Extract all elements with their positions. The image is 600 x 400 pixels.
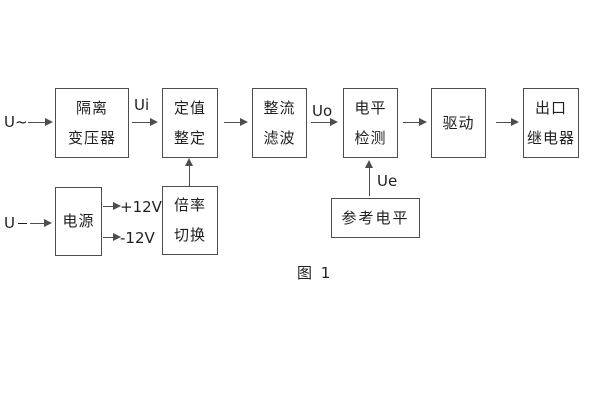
arrowhead-right-icon bbox=[45, 118, 53, 126]
block-label: 定值 bbox=[173, 98, 206, 117]
arrowhead-right-icon bbox=[113, 202, 121, 210]
block-label: 出口 bbox=[534, 98, 567, 117]
block-ratio-switching: 倍率 切换 bbox=[162, 186, 218, 255]
label-dc-input: U bbox=[4, 214, 15, 232]
block-label: 电平 bbox=[354, 98, 387, 117]
block-reference-level: 参考电平 bbox=[331, 198, 420, 238]
label-ac-input: U~ bbox=[4, 113, 28, 131]
arrow-dc-input-to-power bbox=[30, 219, 52, 228]
dc-input-dash bbox=[18, 223, 27, 224]
arrow-driver-to-relay bbox=[496, 118, 519, 127]
label-ui: Ui bbox=[134, 96, 150, 114]
block-label: 隔离 bbox=[75, 98, 108, 117]
block-label: 切换 bbox=[173, 226, 206, 244]
block-power-supply: 电源 bbox=[55, 187, 102, 256]
block-level-detection: 电平 检测 bbox=[343, 88, 398, 158]
arrowhead-up-icon bbox=[365, 160, 373, 168]
arrow-level-to-driver bbox=[403, 118, 427, 127]
arrow-power-to-plus12v bbox=[103, 202, 121, 211]
arrow-reference-to-level bbox=[365, 160, 374, 196]
arrow-rectifier-to-level bbox=[311, 118, 338, 127]
block-driver: 驱动 bbox=[431, 88, 486, 158]
block-label: 滤波 bbox=[263, 128, 296, 147]
block-isolation-transformer: 隔离 变压器 bbox=[55, 88, 129, 158]
block-output-relay: 出口 继电器 bbox=[523, 88, 579, 158]
label-ue: Ue bbox=[377, 172, 398, 190]
block-label: 检测 bbox=[354, 128, 387, 147]
block-setting-adjustment: 定值 整定 bbox=[162, 88, 218, 158]
arrowhead-right-icon bbox=[44, 219, 52, 227]
block-label: 整流 bbox=[263, 98, 296, 117]
arrow-ratio-to-setting bbox=[185, 158, 194, 186]
label-plus-12v: +12V bbox=[120, 198, 162, 216]
block-label: 继电器 bbox=[526, 128, 575, 147]
block-label: 驱动 bbox=[442, 113, 475, 132]
arrowhead-right-icon bbox=[150, 118, 158, 126]
arrow-transformer-to-setting bbox=[132, 118, 158, 127]
block-rectify-filter: 整流 滤波 bbox=[252, 88, 307, 158]
block-label: 整定 bbox=[173, 128, 206, 147]
arrowhead-right-icon bbox=[511, 118, 519, 126]
arrowhead-right-icon bbox=[113, 233, 121, 241]
block-label: 参考电平 bbox=[341, 208, 410, 227]
arrowhead-right-icon bbox=[330, 118, 338, 126]
arrow-setting-to-rectifier bbox=[224, 118, 248, 127]
block-label: 电源 bbox=[62, 212, 95, 230]
label-uo: Uo bbox=[312, 102, 333, 120]
arrow-power-to-minus12v bbox=[103, 233, 121, 242]
figure-caption: 图 1 bbox=[297, 264, 333, 282]
label-minus-12v: -12V bbox=[120, 229, 155, 247]
arrow-ac-input-to-transformer bbox=[28, 118, 53, 127]
arrowhead-up-icon bbox=[185, 158, 193, 166]
block-label: 倍率 bbox=[173, 196, 206, 214]
arrowhead-right-icon bbox=[419, 118, 427, 126]
block-label: 变压器 bbox=[67, 128, 116, 147]
arrowhead-right-icon bbox=[240, 118, 248, 126]
